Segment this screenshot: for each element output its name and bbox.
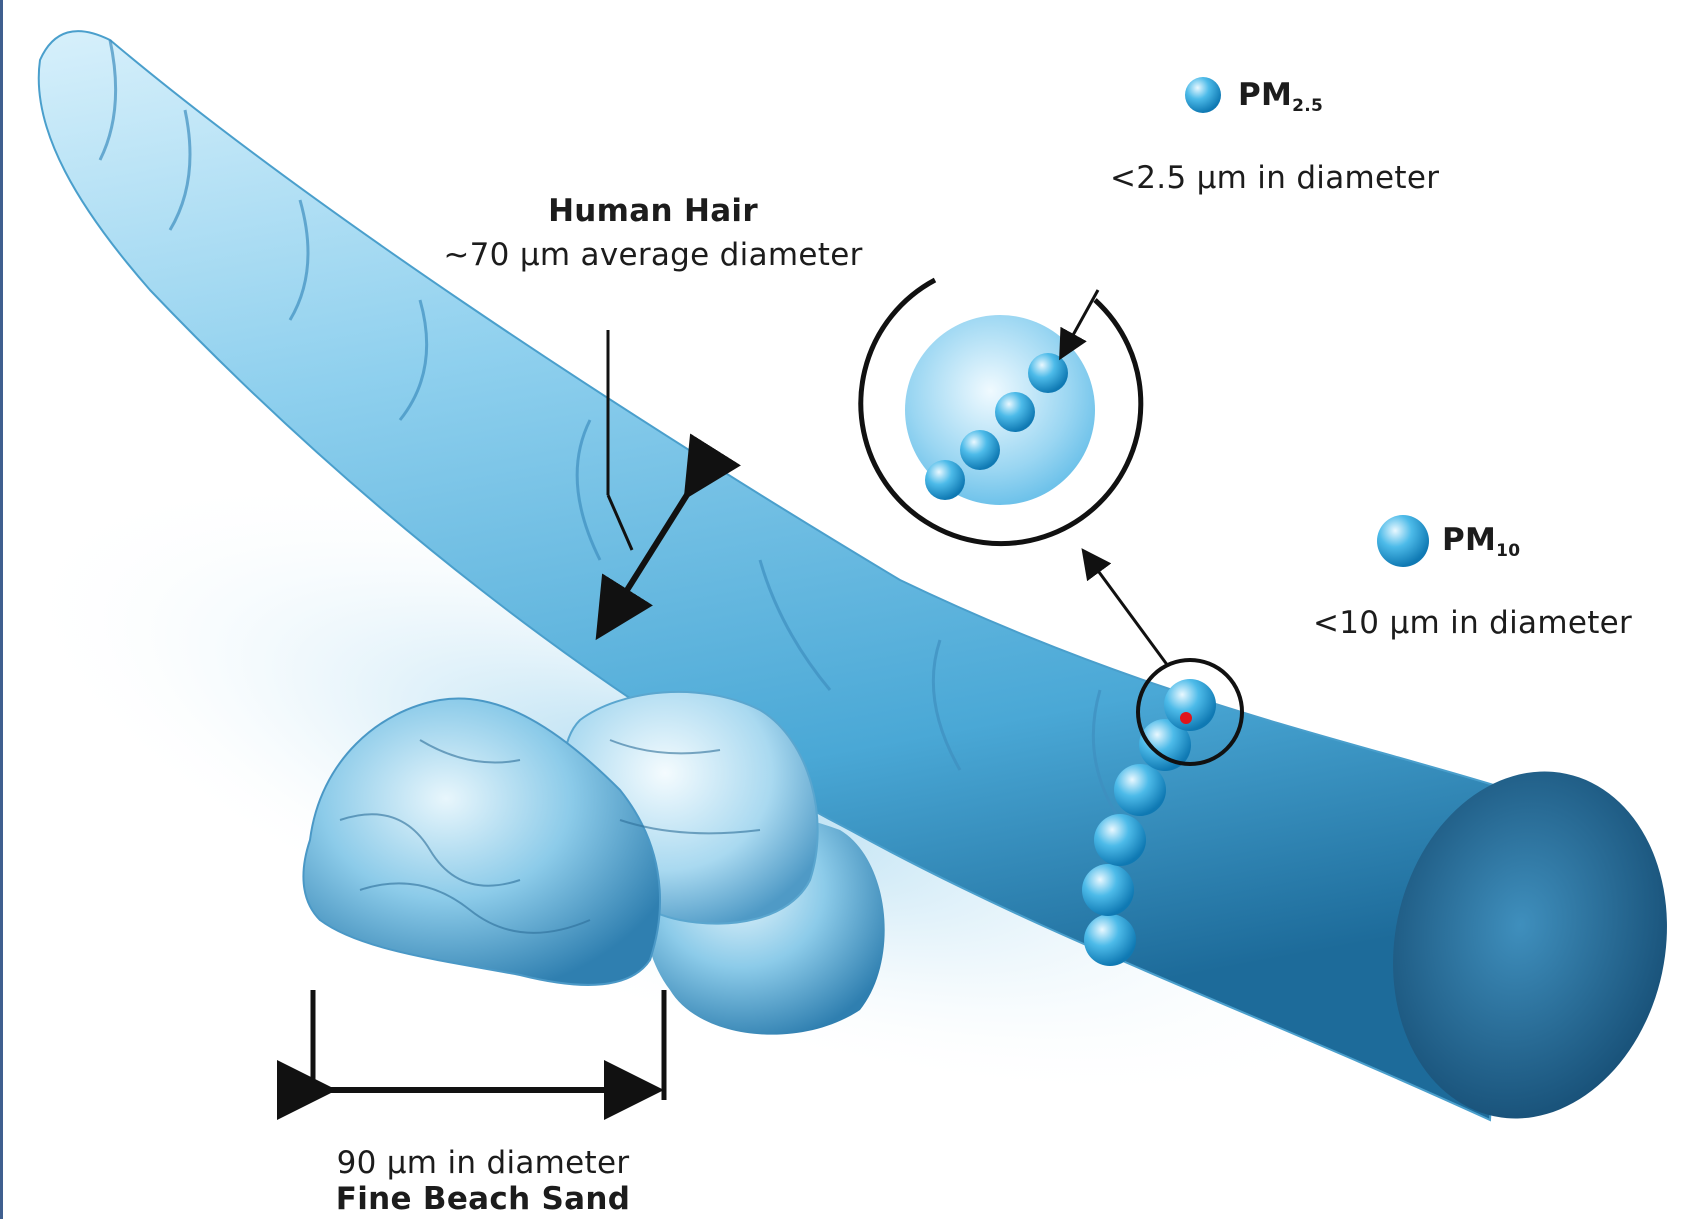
hair-title: Human Hair (503, 193, 803, 229)
pm10-legend-icon (1377, 515, 1429, 567)
pm25-pointer-arrow (1062, 290, 1098, 355)
pm25-name-main: PM (1238, 77, 1292, 113)
pm10-name-main: PM (1442, 522, 1496, 558)
pm25-legend-icon (1185, 77, 1221, 113)
pm25-name: PM2.5 (1238, 77, 1323, 116)
pm-red-dot (1180, 712, 1192, 724)
sand-size: 90 µm in diameter (283, 1145, 683, 1181)
zoom-pointer-arrow (1085, 553, 1168, 666)
pm25-name-sub: 2.5 (1292, 96, 1323, 116)
pm25-size: <2.5 µm in diameter (1110, 160, 1439, 196)
pm10-name: PM10 (1442, 522, 1520, 561)
pm10-size: <10 µm in diameter (1313, 605, 1632, 641)
hair-size: ~70 µm average diameter (373, 237, 933, 273)
pm10-name-sub: 10 (1496, 541, 1520, 561)
sand-title: Fine Beach Sand (283, 1181, 683, 1217)
